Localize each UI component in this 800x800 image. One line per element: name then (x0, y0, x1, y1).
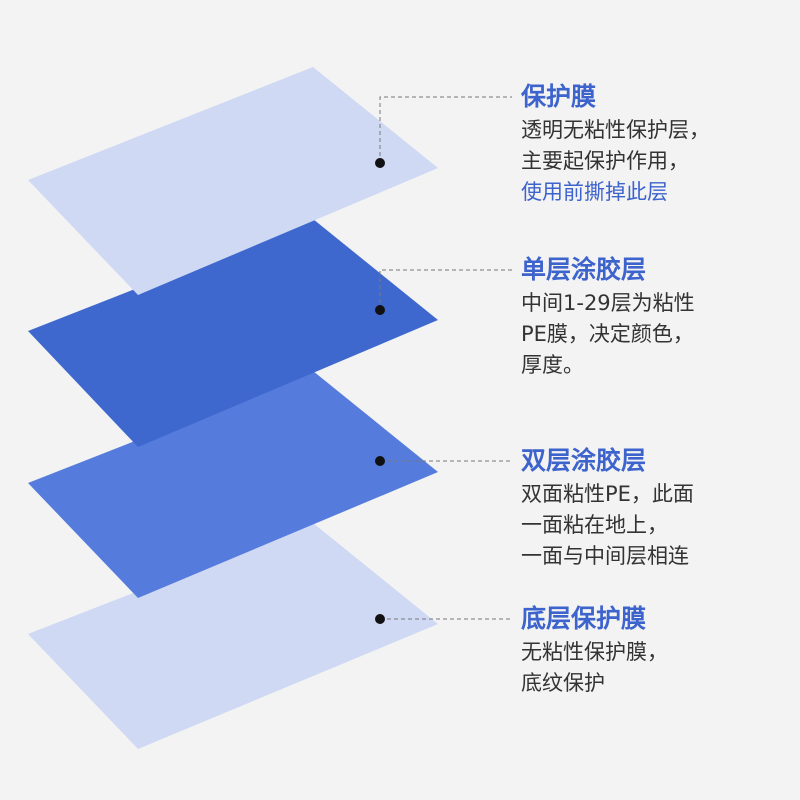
layer-double-adhesive (28, 371, 438, 598)
layer-bottom-protective-film (28, 523, 438, 749)
leader-line-2 (379, 269, 512, 310)
layer-desc: 底纹保护 (521, 671, 605, 695)
leader-dot-3 (375, 456, 385, 466)
layer-desc: 一面粘在地上， (521, 513, 668, 537)
layer-single-adhesive (28, 219, 438, 447)
layer-desc: 无粘性保护膜， (521, 640, 668, 664)
layer-desc: 主要起保护作用， (521, 149, 689, 173)
layer-title: 双层涂胶层 (521, 446, 647, 475)
layer-desc: 一面与中间层相连 (521, 544, 689, 568)
layer-title: 单层涂胶层 (521, 255, 647, 284)
layer-title: 保护膜 (521, 82, 597, 111)
layer-note: 使用前撕掉此层 (521, 180, 668, 204)
layer-desc: 透明无粘性保护层， (521, 118, 710, 142)
layer-protective-film (28, 67, 438, 295)
layer-desc: 厚度。 (521, 353, 584, 377)
leader-line-1 (379, 96, 512, 163)
layer-desc: PE膜，决定颜色， (521, 322, 694, 346)
label-single-adhesive: 单层涂胶层 中间1-29层为粘性 PE膜，决定颜色， 厚度。 (521, 254, 695, 381)
leader-dot-1 (375, 158, 385, 168)
label-protective-film: 保护膜 透明无粘性保护层， 主要起保护作用， 使用前撕掉此层 (521, 81, 710, 208)
layer-title: 底层保护膜 (521, 604, 647, 633)
layer-desc: 中间1-29层为粘性 (521, 291, 695, 315)
layer-desc: 双面粘性PE，此面 (521, 482, 694, 506)
label-bottom-protective-film: 底层保护膜 无粘性保护膜， 底纹保护 (521, 603, 668, 699)
label-double-adhesive: 双层涂胶层 双面粘性PE，此面 一面粘在地上， 一面与中间层相连 (521, 445, 694, 572)
leader-dot-4 (375, 614, 385, 624)
leader-dot-2 (375, 305, 385, 315)
